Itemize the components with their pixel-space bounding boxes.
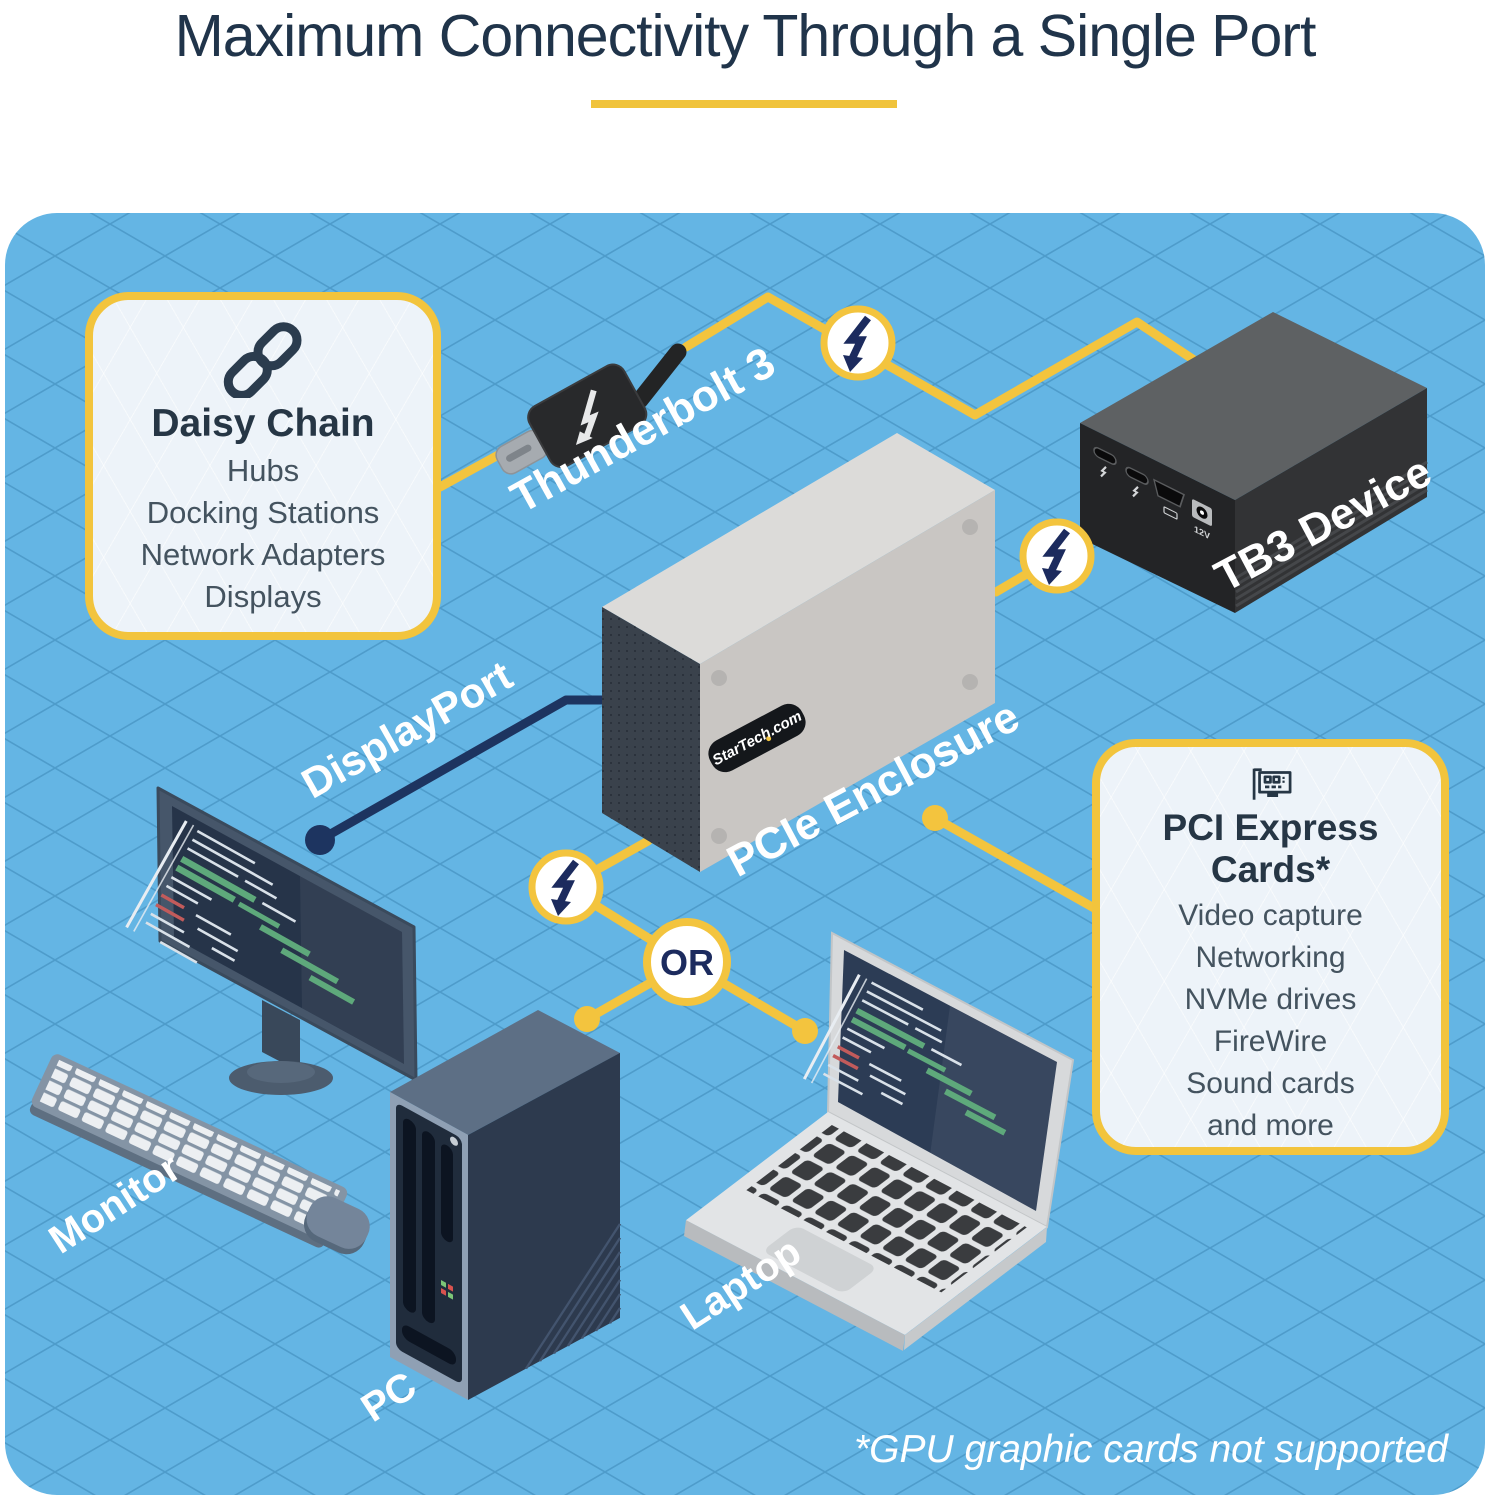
daisy-chain-item: Docking Stations — [146, 495, 380, 531]
thunderbolt-glyph-icon — [1100, 466, 1107, 478]
pci-cards-item: NVMe drives — [1184, 983, 1357, 1016]
footnote: *GPU graphic cards not supported — [854, 1428, 1449, 1471]
or-connector: OR — [643, 918, 731, 1006]
usb-c-port-icon — [1093, 446, 1117, 466]
daisy-chain-title: Daisy Chain — [151, 402, 375, 445]
tb3-device-illustration: 12V — [1080, 312, 1428, 613]
displayport-connection — [305, 695, 617, 855]
laptop-illustration — [684, 931, 1075, 1351]
usb-c-port-icon — [1125, 466, 1149, 485]
or-label: OR — [660, 942, 714, 983]
monitor-code-lines — [125, 820, 356, 1005]
pci-cards-item: FireWire — [1213, 1025, 1328, 1058]
page-title: Maximum Connectivity Through a Single Po… — [174, 3, 1317, 69]
thunderbolt-bolt-icon — [820, 305, 896, 381]
daisy-chain-item: Displays — [204, 579, 322, 615]
daisy-chain-item: Hubs — [226, 453, 300, 488]
pci-card-icon — [1252, 768, 1291, 800]
pc-tower-illustration — [390, 1010, 622, 1400]
pcie-enclosure-illustration: StarTech.com — [602, 433, 995, 872]
monitor-illustration — [125, 786, 418, 1095]
pci-cards-callout: PCI Express Cards* Video capture Network… — [1092, 739, 1449, 1155]
hdmi-port-icon — [1153, 478, 1185, 508]
thunderbolt-glyph-icon — [1132, 485, 1139, 498]
pci-cards-item: Sound cards — [1186, 1067, 1355, 1100]
keyboard-illustration — [29, 1054, 348, 1248]
thunderbolt-cable-illustration — [495, 343, 687, 475]
thunderbolt-bolt-icon — [528, 849, 604, 925]
title-underline — [591, 100, 897, 108]
daisy-chain-item: Network Adapters — [140, 537, 386, 573]
tb3-front-ports: 12V — [1093, 446, 1212, 543]
daisy-chain-callout: Daisy Chain Hubs Docking Stations Networ… — [85, 292, 441, 640]
monitor-stand — [262, 1000, 300, 1072]
pci-cards-title: PCI Express Cards* — [1162, 807, 1379, 890]
thunderbolt-bolt-icon — [1019, 518, 1095, 594]
chain-link-icon — [223, 322, 302, 398]
laptop-code-lines — [802, 974, 1007, 1136]
mouse-illustration — [303, 1196, 370, 1255]
pci-cards-item: Video capture — [1178, 899, 1363, 932]
thunderbolt-node-icons — [528, 305, 1095, 925]
pci-cards-item: and more — [1207, 1109, 1334, 1142]
thunderbolt-glyph-icon — [580, 389, 599, 440]
pci-cards-item: Networking — [1195, 941, 1346, 974]
